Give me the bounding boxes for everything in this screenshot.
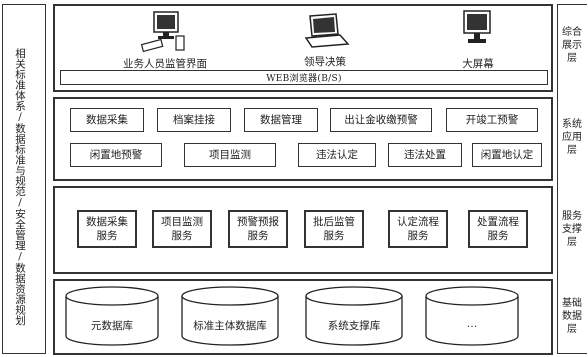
db-metadata: 元数据库 — [91, 320, 133, 332]
foundation-layer — [53, 279, 553, 355]
application-layer — [53, 97, 553, 181]
app-construction-warning: 开竣工预警 — [446, 108, 538, 132]
database-cylinder-icon — [65, 286, 159, 346]
db-standard-subject: 标准主体数据库 — [193, 320, 267, 332]
web-browser-bar: WEB浏览器(B/S) — [60, 70, 548, 85]
right-label-panel — [557, 4, 587, 354]
side-label-foundation: 基础数据层 — [562, 298, 582, 335]
app-transfer-fee-warning: 出让金收缴预警 — [330, 108, 432, 132]
db-more: … — [466, 318, 478, 330]
device-label-leader: 领导决策 — [304, 56, 346, 68]
svc-project-monitoring: 项目监测服务 — [152, 210, 212, 248]
app-idle-land-determination: 闲置地认定 — [472, 143, 542, 167]
app-idle-land-warning: 闲置地预警 — [70, 143, 162, 167]
desktop-computer-icon — [140, 11, 185, 53]
svc-data-collection: 数据采集服务 — [77, 210, 137, 248]
app-violation-determination: 违法认定 — [298, 143, 376, 167]
service-layer — [53, 186, 553, 274]
app-data-collection: 数据采集 — [70, 108, 144, 132]
laptop-icon — [304, 13, 350, 48]
svc-handling-flow: 处置流程服务 — [468, 210, 528, 248]
db-system-support: 系统支撑库 — [327, 320, 381, 332]
database-cylinder-icon — [181, 286, 279, 346]
side-label-presentation: 综合展示层 — [562, 27, 582, 64]
device-label-bigscreen: 大屏幕 — [462, 58, 494, 70]
side-label-application: 系统应用层 — [562, 119, 582, 156]
app-violation-handling: 违法处置 — [388, 143, 462, 167]
svc-post-approval-supervision: 批后监管服务 — [304, 210, 364, 248]
monitor-icon — [463, 10, 491, 43]
svc-determination-flow: 认定流程服务 — [388, 210, 448, 248]
presentation-layer — [53, 4, 553, 92]
database-cylinder-icon — [305, 286, 403, 346]
side-label-service: 服务支撑层 — [562, 211, 582, 248]
left-standards-label: 相关标准体系/数据标准与规范/安全管理/数据资源规划 — [14, 48, 26, 326]
app-data-management: 数据管理 — [244, 108, 318, 132]
database-cylinder-icon — [425, 286, 519, 346]
app-archive-linking: 档案挂接 — [157, 108, 231, 132]
left-standards-panel — [2, 4, 46, 354]
app-project-monitoring: 项目监测 — [184, 143, 276, 167]
device-label-staff: 业务人员监管界面 — [123, 58, 207, 70]
svc-warning-forecast: 预警预报服务 — [228, 210, 288, 248]
